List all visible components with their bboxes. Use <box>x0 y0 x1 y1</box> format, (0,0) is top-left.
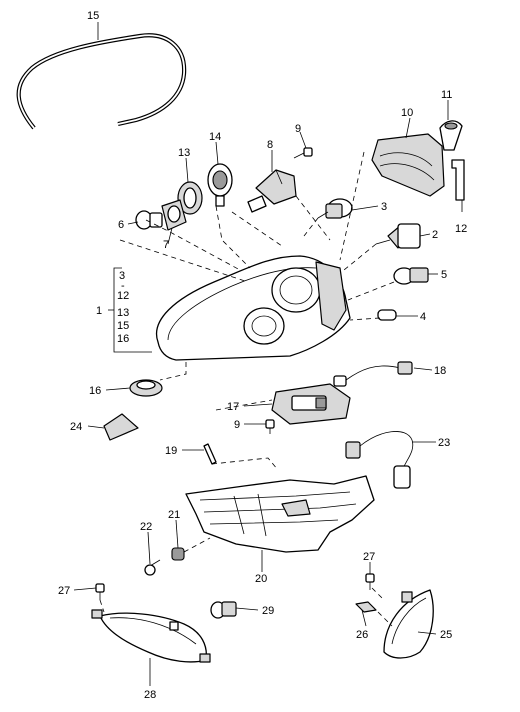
label-24: 24 <box>70 421 82 433</box>
part-headlamp-cover <box>371 133 445 197</box>
label-15: 15 <box>87 10 99 22</box>
part-control-unit <box>271 383 351 425</box>
label-21: 21 <box>168 509 180 521</box>
label-25: 25 <box>440 629 452 641</box>
part-lamp-holder <box>355 601 377 613</box>
group-item-13: 13 <box>117 307 129 319</box>
part-screw-lower-left <box>95 583 105 600</box>
label-18: 18 <box>434 365 446 377</box>
group-range-dash: - <box>121 280 125 292</box>
label-6: 6 <box>118 219 124 231</box>
label-22: 22 <box>140 521 152 533</box>
part-bulb-socket <box>161 199 187 231</box>
label-12: 12 <box>455 223 467 235</box>
label-10: 10 <box>401 107 413 119</box>
part-fog-lamp <box>91 609 211 663</box>
part-screw-middle <box>265 419 275 434</box>
part-adjuster <box>247 169 297 213</box>
label-11: 11 <box>441 89 452 101</box>
label-20: 20 <box>255 573 267 585</box>
part-clip <box>203 443 217 465</box>
label-9-middle: 9 <box>234 419 240 431</box>
part-side-marker-lamp <box>383 589 434 659</box>
part-grommet <box>171 547 185 561</box>
part-screw-lower-right <box>365 573 375 590</box>
part-cover-cap <box>439 120 463 151</box>
part-seal-pad <box>103 413 139 441</box>
label-5: 5 <box>441 269 447 281</box>
part-wedge-bulb <box>377 309 397 321</box>
label-28: 28 <box>144 689 156 701</box>
part-seal-strip <box>16 33 187 130</box>
label-19: 19 <box>165 445 177 457</box>
assembly-group-list: 3 - 12 13 15 16 <box>117 270 129 345</box>
part-side-bulb <box>135 210 163 230</box>
part-bolt <box>144 559 161 576</box>
group-item-3: 3 <box>119 270 125 282</box>
part-wiring-harness <box>345 431 414 489</box>
label-16: 16 <box>89 385 101 397</box>
label-27-left: 27 <box>58 585 70 597</box>
part-mount-bracket <box>451 159 465 201</box>
callout-leaders <box>73 22 463 686</box>
assembly-guide-lines <box>99 151 395 627</box>
callout-labels: 15 11 10 12 9 14 8 13 3 6 2 7 5 1 4 16 1… <box>58 10 467 701</box>
part-sealing-cap <box>207 163 233 207</box>
part-halogen-bulb <box>317 198 353 219</box>
group-item-12: 12 <box>117 290 129 302</box>
label-13: 13 <box>178 147 190 159</box>
label-7: 7 <box>163 239 169 251</box>
part-headlamp-assembly <box>155 255 351 361</box>
label-2: 2 <box>432 229 438 241</box>
group-item-15: 15 <box>117 320 129 332</box>
label-23: 23 <box>438 437 450 449</box>
group-item-16: 16 <box>117 333 129 345</box>
part-bulb-holder-ring <box>177 181 203 215</box>
label-27-right: 27 <box>363 551 375 563</box>
part-fog-bulb <box>210 601 237 619</box>
part-turn-bulb <box>393 267 429 285</box>
label-29: 29 <box>262 605 274 617</box>
part-xenon-bulb <box>375 223 421 249</box>
part-rubber-cap <box>129 379 163 397</box>
part-wiring-lead <box>333 361 413 387</box>
label-4: 4 <box>420 311 426 323</box>
part-lamp-carrier <box>185 475 375 553</box>
label-14: 14 <box>209 131 221 143</box>
label-26: 26 <box>356 629 368 641</box>
label-1: 1 <box>96 305 102 317</box>
part-screw-upper <box>293 147 313 159</box>
label-3: 3 <box>381 201 387 213</box>
label-8: 8 <box>267 139 273 151</box>
label-9-upper: 9 <box>295 123 301 135</box>
label-17: 17 <box>227 401 239 413</box>
